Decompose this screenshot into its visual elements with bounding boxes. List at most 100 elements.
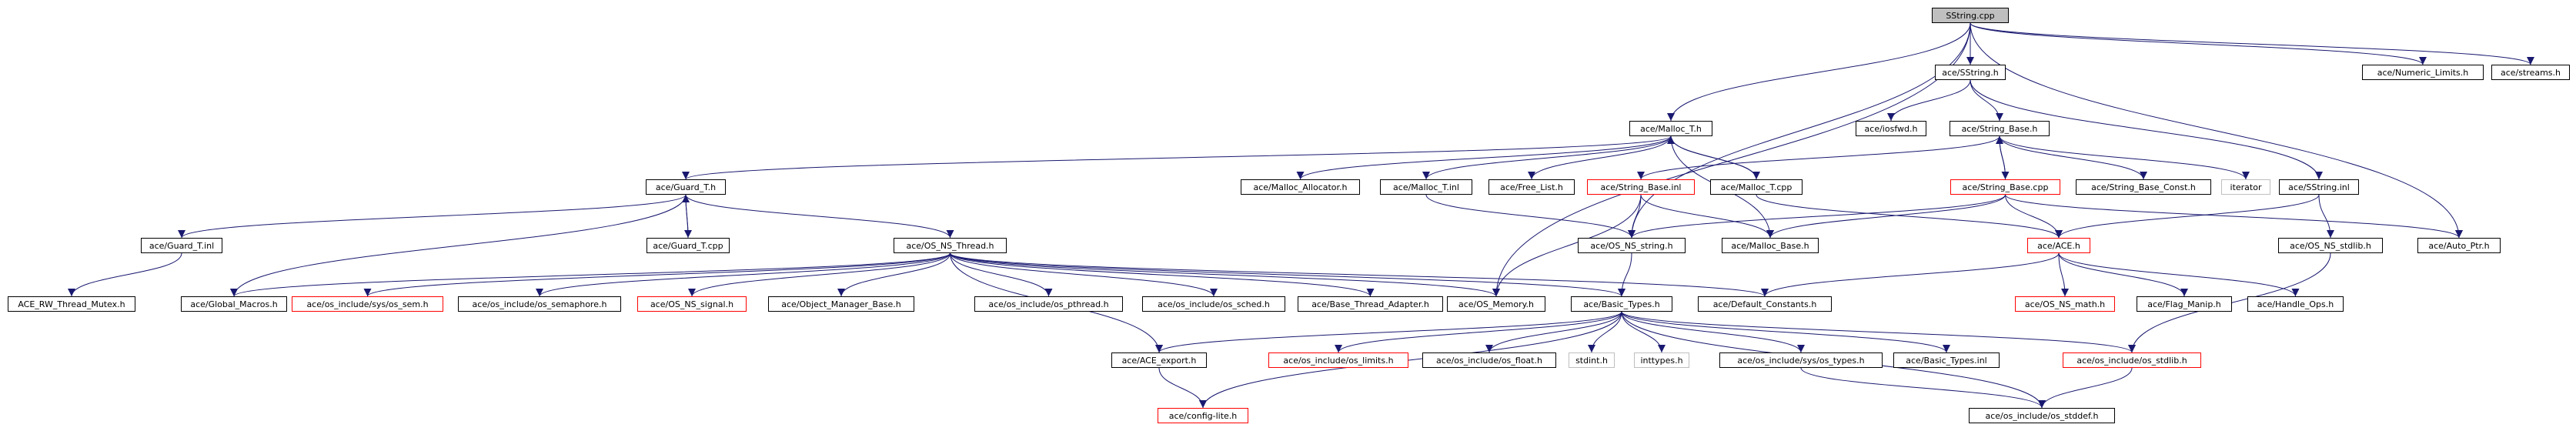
edge-malloc-t-h-to-malloc-t-inl [1422, 135, 1672, 180]
edge-sstring-cpp-to-numeric-limits [1970, 22, 2427, 65]
node-basic-types-h[interactable]: ace/Basic_Types.h [1571, 296, 1672, 312]
node-os-ns-string[interactable]: ace/OS_NS_string.h [1578, 238, 1686, 253]
edge-os-ns-thread-to-global-macros [230, 252, 951, 297]
edge-string-base-cpp-to-os-ns-string [1628, 194, 2006, 239]
node-object-manager-base[interactable]: ace/Object_Manager_Base.h [768, 296, 914, 312]
edge-sstring-inl-to-ace-h [2055, 194, 2320, 239]
edge-guard-t-inl-to-rw-thread-mutex [68, 252, 182, 297]
edge-os-ns-thread-to-os-semaphore [536, 252, 951, 297]
node-guard-t-h[interactable]: ace/Guard_T.h [646, 179, 726, 195]
edge-string-base-inl-to-malloc-base [1640, 194, 1774, 239]
node-os-limits[interactable]: ace/os_include/os_limits.h [1268, 352, 1408, 368]
node-os-ns-math[interactable]: ace/OS_NS_math.h [2015, 296, 2115, 312]
node-string-base-inl[interactable]: ace/String_Base.inl [1587, 179, 1695, 195]
node-handle-ops[interactable]: ace/Handle_Ops.h [2247, 296, 2344, 312]
node-flag-manip[interactable]: ace/Flag_Manip.h [2137, 296, 2232, 312]
edge-os-ns-thread-to-default-constants [950, 252, 1769, 297]
edge-basic-types-h-to-os-limits [1335, 311, 1622, 353]
edge-os-ns-thread-to-os-sched [950, 252, 1218, 297]
edge-string-base-h-to-string-base-const [1999, 135, 2147, 180]
edge-basic-types-h-to-basic-types-inl [1621, 311, 1950, 353]
edge-basic-types-h-to-os-stdlib [1621, 311, 2136, 353]
node-string-base-cpp[interactable]: ace/String_Base.cpp [1950, 179, 2060, 195]
node-os-ns-thread[interactable]: ace/OS_NS_Thread.h [894, 238, 1007, 253]
edge-sstring-cpp-to-auto-ptr [1970, 22, 2463, 239]
node-guard-t-inl[interactable]: ace/Guard_T.inl [141, 238, 222, 253]
node-os-sched[interactable]: ace/os_include/os_sched.h [1142, 296, 1285, 312]
edge-string-base-h-to-iterator [1999, 135, 2250, 180]
node-ace-h[interactable]: ace/ACE.h [2027, 238, 2090, 253]
node-os-ns-signal[interactable]: ace/OS_NS_signal.h [637, 296, 747, 312]
edge-string-base-cpp-to-string-base-h [1996, 135, 2006, 180]
node-os-types[interactable]: ace/os_include/sys/os_types.h [1719, 352, 1883, 368]
edge-os-ns-thread-to-os-ns-signal [688, 252, 951, 297]
edge-malloc-t-cpp-to-malloc-t-h [1667, 135, 1757, 180]
edge-string-base-h-to-string-base-inl [1637, 135, 2000, 180]
edge-os-ns-thread-to-basic-types-h [950, 252, 1625, 297]
edge-malloc-t-h-to-guard-t-h [682, 135, 1672, 180]
node-malloc-t-cpp[interactable]: ace/Malloc_T.cpp [1710, 179, 1803, 195]
node-os-semaphore[interactable]: ace/os_include/os_semaphore.h [458, 296, 621, 312]
edge-sstring-cpp-to-streams [1970, 22, 2534, 65]
edge-sstring-inl-to-os-ns-stdlib [2318, 194, 2334, 239]
edge-os-ns-thread-to-os-pthread [950, 252, 1053, 297]
edge-string-base-cpp-to-auto-ptr [2005, 194, 2463, 239]
node-malloc-allocator[interactable]: ace/Malloc_Allocator.h [1241, 179, 1360, 195]
node-sstring-cpp[interactable]: SString.cpp [1932, 8, 2009, 23]
node-inttypes[interactable]: inttypes.h [1634, 352, 1689, 368]
node-os-pthread[interactable]: ace/os_include/os_pthread.h [974, 296, 1123, 312]
edge-basic-types-h-to-config-lite [1199, 311, 1622, 409]
node-rw-thread-mutex[interactable]: ACE_RW_Thread_Mutex.h [8, 296, 135, 312]
edge-os-ns-thread-to-base-thread-adapter [950, 252, 1375, 297]
node-guard-t-cpp[interactable]: ace/Guard_T.cpp [647, 238, 730, 253]
node-config-lite[interactable]: ace/config-lite.h [1158, 408, 1248, 423]
edge-os-ns-thread-to-object-manager-base [837, 252, 951, 297]
edge-sstring-cpp-to-os-ns-string [1628, 22, 1971, 239]
node-os-memory[interactable]: ace/OS_Memory.h [1447, 296, 1545, 312]
edge-ace-sstring-h-to-iosfwd [1887, 79, 1971, 122]
node-basic-types-inl[interactable]: ace/Basic_Types.inl [1893, 352, 2000, 368]
node-sstring-inl[interactable]: ace/SString.inl [2279, 179, 2359, 195]
edge-ace-sstring-h-to-sstring-inl [1970, 79, 2323, 180]
edge-ace-h-to-default-constants [1761, 252, 2060, 297]
node-iterator[interactable]: iterator [2221, 179, 2270, 195]
node-malloc-base[interactable]: ace/Malloc_Base.h [1722, 238, 1819, 253]
edge-sstring-cpp-to-malloc-t-h [1667, 22, 1971, 122]
edge-guard-t-cpp-to-guard-t-h [682, 194, 690, 239]
edge-os-ns-string-to-basic-types-h [1618, 252, 1632, 297]
node-default-constants[interactable]: ace/Default_Constants.h [1698, 296, 1832, 312]
edge-os-types-to-os-stddef [1800, 367, 2046, 409]
node-os-ns-stdlib[interactable]: ace/OS_NS_stdlib.h [2278, 238, 2383, 253]
node-ace-export[interactable]: ace/ACE_export.h [1111, 352, 1207, 368]
edge-guard-t-h-to-os-ns-thread [685, 194, 954, 239]
node-free-list[interactable]: ace/Free_List.h [1488, 179, 1575, 195]
edge-os-stdlib-to-os-stddef [2038, 367, 2133, 409]
node-ace-sstring-h[interactable]: ace/SString.h [1935, 65, 2006, 80]
node-os-stdlib[interactable]: ace/os_include/os_stdlib.h [2063, 352, 2201, 368]
node-numeric-limits[interactable]: ace/Numeric_Limits.h [2362, 65, 2484, 80]
node-auto-ptr[interactable]: ace/Auto_Ptr.h [2417, 238, 2501, 253]
node-string-base-const[interactable]: ace/String_Base_Const.h [2076, 179, 2211, 195]
node-global-macros[interactable]: ace/Global_Macros.h [181, 296, 287, 312]
edge-os-ns-thread-to-os-sem [363, 252, 951, 297]
node-base-thread-adapter[interactable]: ace/Base_Thread_Adapter.h [1298, 296, 1443, 312]
node-os-float[interactable]: ace/os_include/os_float.h [1422, 352, 1556, 368]
edge-basic-types-h-to-ace-export [1155, 311, 1622, 353]
node-stdint[interactable]: stdint.h [1569, 352, 1615, 368]
edge-malloc-t-inl-to-os-ns-string [1425, 194, 1635, 239]
edge-ace-h-to-os-ns-math [2058, 252, 2069, 297]
node-os-sem[interactable]: ace/os_include/sys/os_sem.h [292, 296, 443, 312]
node-string-base-h[interactable]: ace/String_Base.h [1950, 121, 2050, 136]
node-malloc-t-h[interactable]: ace/Malloc_T.h [1629, 121, 1712, 136]
node-streams[interactable]: ace/streams.h [2491, 65, 2570, 80]
edge-ace-sstring-h-to-string-base-h [1970, 79, 2003, 122]
node-os-stddef[interactable]: ace/os_include/os_stddef.h [1969, 408, 2115, 423]
edge-os-ns-thread-to-os-memory [950, 252, 1500, 297]
edge-string-base-cpp-to-malloc-base [1766, 194, 2006, 239]
node-iosfwd[interactable]: ace/iosfwd.h [1856, 121, 1926, 136]
edge-malloc-t-cpp-to-ace-h [1756, 194, 2063, 239]
edge-basic-types-h-to-inttypes [1621, 311, 1666, 353]
edge-guard-t-h-to-guard-t-inl [178, 194, 687, 239]
node-malloc-t-inl[interactable]: ace/Malloc_T.inl [1380, 179, 1472, 195]
